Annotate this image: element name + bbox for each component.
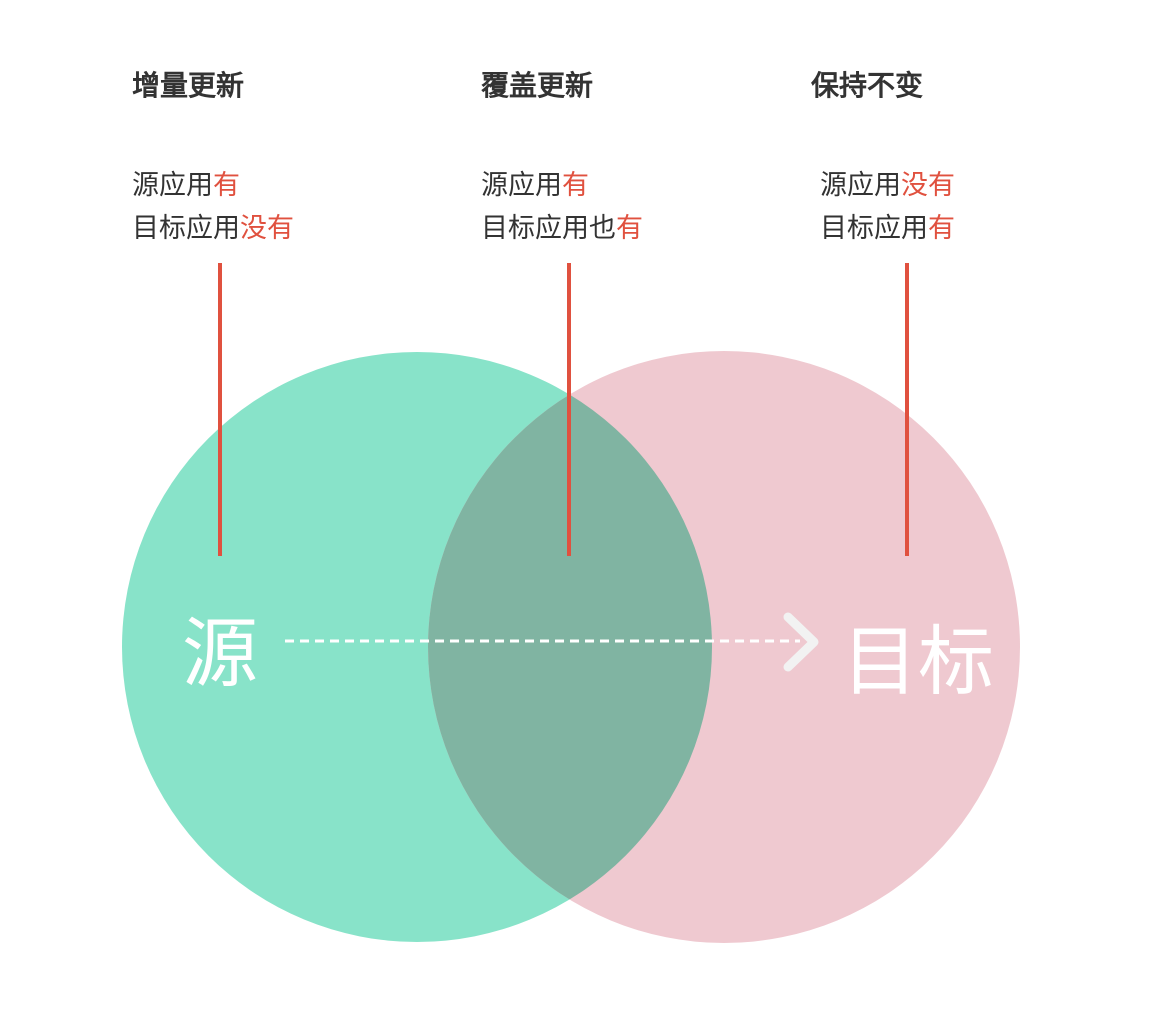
- source-label: 源: [182, 609, 258, 698]
- desc-text: 目标应用: [132, 213, 240, 244]
- desc-highlight: 没有: [901, 170, 955, 201]
- desc-text: 目标应用: [820, 213, 928, 244]
- desc-overwrite: 源应用有 目标应用也有: [481, 164, 643, 250]
- title-incremental: 增量更新: [132, 69, 245, 102]
- desc-highlight: 有: [616, 213, 643, 244]
- title-unchanged: 保持不变: [811, 69, 924, 102]
- desc-text: 源应用: [481, 170, 562, 201]
- desc-unchanged: 源应用没有 目标应用有: [820, 164, 955, 250]
- desc-highlight: 有: [562, 170, 589, 201]
- desc-highlight: 有: [928, 213, 955, 244]
- desc-highlight: 有: [213, 170, 240, 201]
- title-overwrite: 覆盖更新: [481, 69, 594, 102]
- desc-text: 源应用: [132, 170, 213, 201]
- target-label: 目标: [842, 617, 994, 706]
- desc-text: 源应用: [820, 170, 901, 201]
- chevron-right-icon: [783, 612, 819, 672]
- desc-text: 目标应用也: [481, 213, 616, 244]
- desc-highlight: 没有: [240, 213, 294, 244]
- desc-incremental: 源应用有 目标应用没有: [132, 164, 294, 250]
- overlap-region: [428, 352, 712, 942]
